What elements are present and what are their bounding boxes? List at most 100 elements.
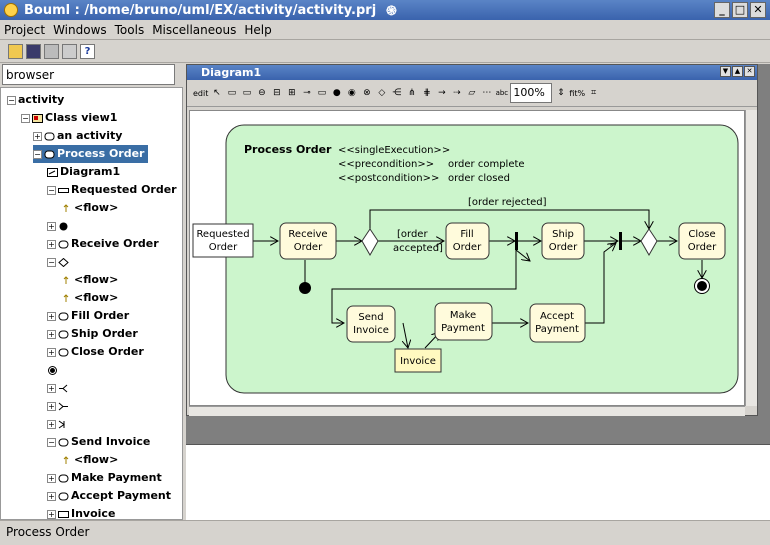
diagram-minimize-button[interactable]: ▼ (720, 66, 731, 77)
expand-icon[interactable]: + (47, 347, 56, 357)
tree-item[interactable]: <flow> (61, 271, 118, 289)
open-icon[interactable] (8, 44, 23, 59)
menu-tools[interactable]: Tools (114, 22, 145, 37)
minimize-button[interactable]: _ (714, 2, 730, 18)
join-icon[interactable]: ⋕ (423, 87, 431, 98)
region-icon[interactable]: ⊞ (288, 87, 296, 98)
tree-item[interactable]: −activity (7, 91, 64, 109)
tree-item[interactable]: +an activity (33, 127, 122, 145)
tree-item[interactable] (47, 361, 60, 379)
select-arrow-icon[interactable]: ↖ (213, 87, 221, 98)
expand-icon[interactable]: + (47, 473, 56, 483)
fragment-icon[interactable]: ▭ (242, 87, 252, 98)
tree-item[interactable]: −Send Invoice (47, 433, 150, 451)
tree-item[interactable]: <flow> (61, 451, 118, 469)
menu-windows[interactable]: Windows (53, 22, 107, 37)
tree-item[interactable]: −Requested Order (47, 181, 177, 199)
diagram-maximize-button[interactable]: ▲ (732, 66, 743, 77)
menu-project[interactable]: Project (4, 22, 46, 37)
collapse-icon[interactable]: − (47, 437, 56, 447)
expand-icon[interactable]: + (47, 509, 56, 519)
search-icon[interactable] (62, 44, 77, 59)
expand-icon[interactable]: + (47, 491, 56, 501)
ship-order-action[interactable] (541, 222, 585, 260)
tree-item[interactable]: + (47, 415, 71, 433)
tree-item[interactable]: Diagram1 (47, 163, 120, 181)
collapse-icon[interactable]: − (7, 95, 16, 105)
make-payment-action[interactable] (434, 302, 493, 341)
anchor-icon[interactable]: ⋯ (482, 87, 492, 98)
edit-button[interactable]: edit (193, 88, 209, 98)
flow-order-rejected[interactable] (369, 209, 649, 229)
fit-button[interactable]: fit% (569, 88, 586, 98)
final-node-icon[interactable]: ◉ (347, 87, 356, 98)
decision-node[interactable] (361, 228, 379, 257)
flow-final-icon[interactable]: ⊗ (363, 87, 371, 98)
fork-bar[interactable] (515, 232, 518, 250)
note-icon[interactable]: ▱ (468, 87, 476, 98)
collapse-icon[interactable]: − (33, 149, 42, 159)
expand-icon[interactable]: + (47, 311, 56, 321)
help-icon[interactable]: ? (80, 44, 95, 59)
tree-item[interactable]: −Process Order (33, 145, 149, 163)
zoom-spinner[interactable]: ⇕ (557, 87, 565, 98)
diagram-vertical-scrollbar[interactable] (745, 110, 757, 406)
initial-node[interactable] (299, 282, 311, 294)
send-invoice-action[interactable] (346, 305, 396, 343)
activity-icon[interactable]: ⊖ (258, 87, 266, 98)
decision-icon[interactable]: ◇ (378, 87, 386, 98)
tree-item[interactable]: + (47, 217, 71, 235)
maximize-button[interactable]: □ (732, 2, 748, 18)
tree-item[interactable]: +Fill Order (47, 307, 129, 325)
tree-item[interactable]: <flow> (61, 199, 118, 217)
flow-send-to-invoice[interactable] (403, 322, 408, 348)
tree-item[interactable]: +Make Payment (47, 469, 162, 487)
accept-payment-action[interactable] (529, 303, 586, 343)
merge-node[interactable] (640, 228, 658, 257)
browser-search-input[interactable] (2, 64, 175, 85)
menu-miscellaneous[interactable]: Miscellaneous (152, 22, 237, 37)
expand-icon[interactable]: + (47, 329, 56, 339)
close-button[interactable]: ✕ (750, 2, 766, 18)
collapse-icon[interactable]: − (47, 257, 56, 267)
print-icon[interactable] (44, 44, 59, 59)
expand-icon[interactable]: + (47, 401, 56, 411)
tree-item[interactable]: <flow> (61, 289, 118, 307)
dependency-arrow-icon[interactable]: ⇢ (453, 87, 461, 98)
join-bar[interactable] (619, 232, 622, 250)
diagram-canvas[interactable]: Process Order <<singleExecution>> <<prec… (189, 110, 745, 406)
diagram-horizontal-scrollbar[interactable] (189, 406, 745, 416)
save-icon[interactable] (26, 44, 41, 59)
menu-help[interactable]: Help (244, 22, 272, 37)
flow-fork-to-send-invoice[interactable] (331, 250, 517, 323)
tree-item[interactable]: +Invoice (47, 505, 115, 523)
tree-item[interactable]: +Accept Payment (47, 487, 171, 505)
merge-icon[interactable]: ⋲ (392, 87, 402, 98)
pin-icon[interactable]: ⊸ (303, 87, 311, 98)
action-icon[interactable]: ▭ (317, 87, 327, 98)
tree-item[interactable]: −Class view1 (21, 109, 117, 127)
requested-order-node[interactable] (192, 223, 254, 258)
text-icon[interactable]: abc (495, 88, 509, 97)
expand-icon[interactable]: + (33, 131, 42, 141)
close-order-action[interactable] (678, 222, 726, 260)
expand-icon[interactable]: + (47, 383, 56, 393)
collapse-icon[interactable]: − (21, 113, 30, 123)
zoom-field[interactable]: 100% (510, 83, 553, 103)
partition-icon[interactable]: ⊟ (273, 87, 281, 98)
tree-item[interactable]: +Ship Order (47, 325, 138, 343)
lower-document-window[interactable] (186, 444, 770, 520)
flow-accept-to-join[interactable] (585, 243, 616, 324)
expand-icon[interactable]: + (47, 419, 56, 429)
receive-order-action[interactable] (279, 222, 337, 260)
tree-item[interactable]: + (47, 379, 71, 397)
invoice-object-node[interactable] (394, 348, 442, 373)
collapse-icon[interactable]: − (47, 185, 56, 195)
optimal-window-size-icon[interactable]: ⌗ (591, 87, 597, 98)
fork-icon[interactable]: ⋔ (408, 87, 416, 98)
tree-item[interactable]: +Close Order (47, 343, 144, 361)
expand-icon[interactable]: + (47, 221, 56, 231)
fill-order-action[interactable] (445, 222, 490, 260)
initial-node-icon[interactable]: ● (332, 87, 341, 98)
tree-item[interactable]: − (47, 253, 71, 271)
